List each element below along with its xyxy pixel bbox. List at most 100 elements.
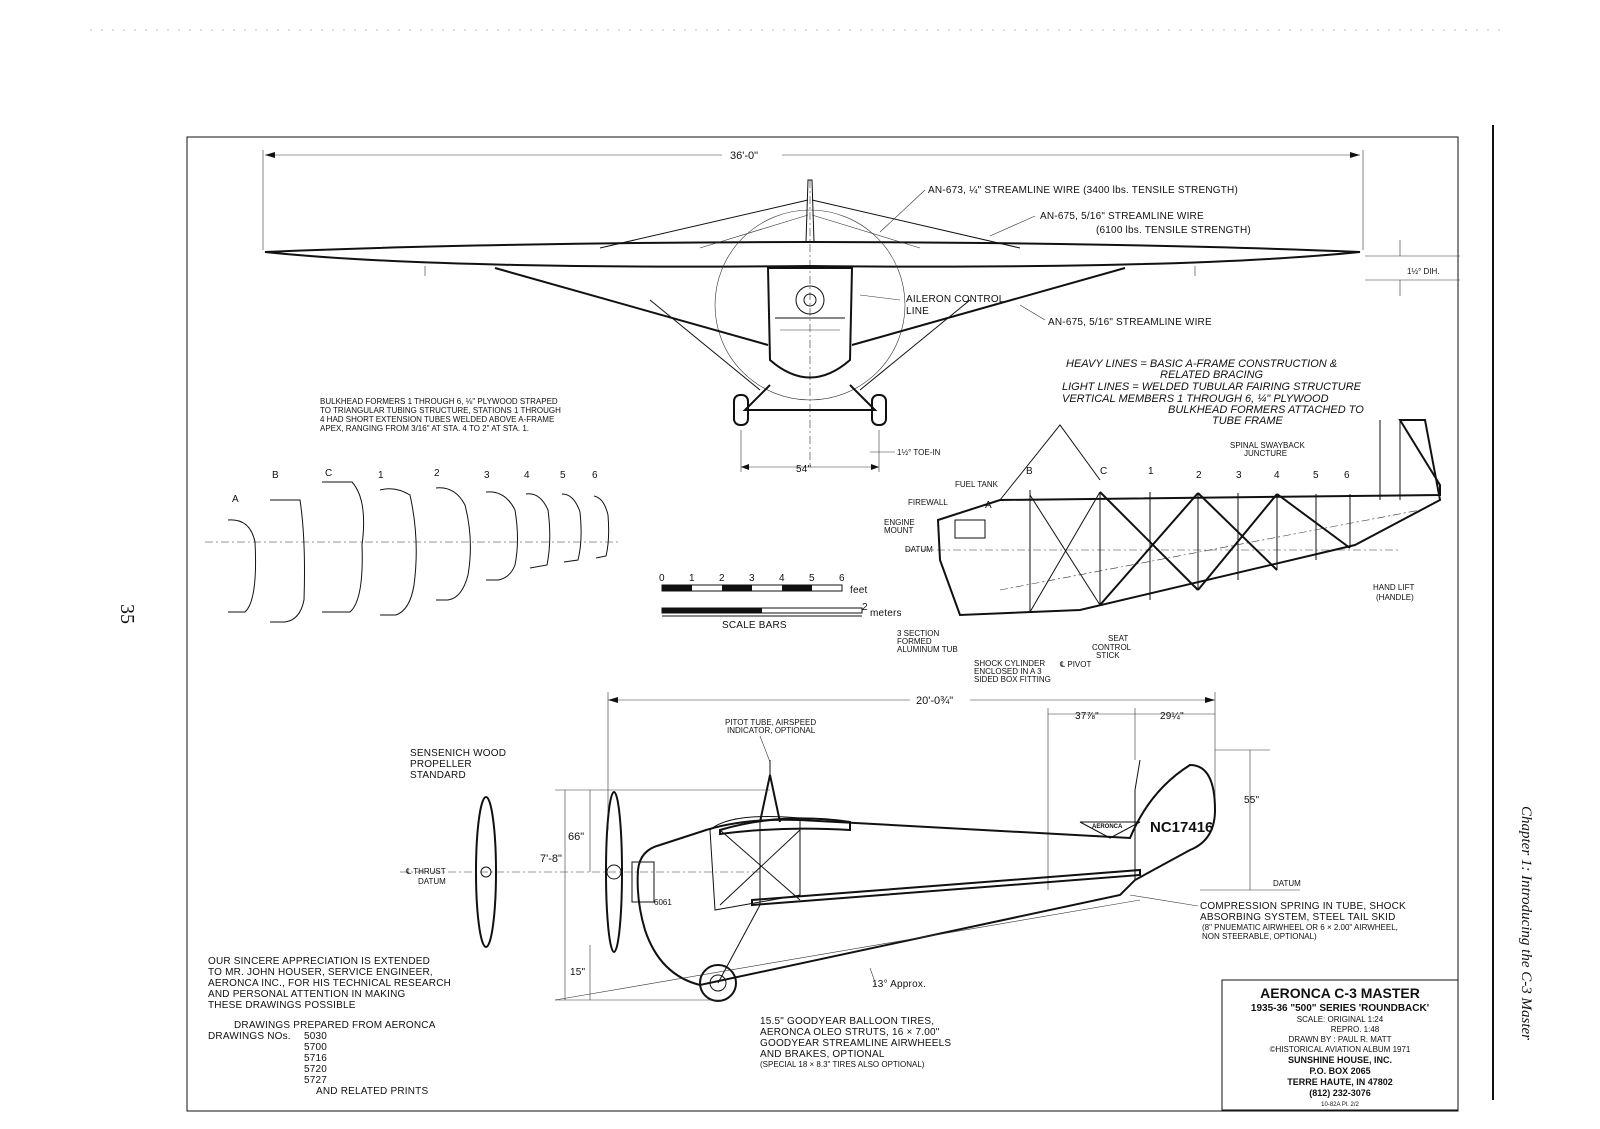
station-label: C [325,468,332,479]
line-legend: HEAVY LINES = BASIC A-FRAME CONSTRUCTION… [1062,358,1364,427]
aileron-label: AILERON CONTROL [906,294,1005,305]
dim-a: 37⅞" [1075,711,1099,722]
span-dimension: 36'-0" [730,150,758,162]
firewall-label: FIREWALL [908,498,948,507]
logo: AERONCA [1092,824,1123,830]
tub-label-2: FORMED [897,637,932,646]
propeller-label-3: STANDARD [410,770,466,781]
station-label: 1 [378,470,384,481]
main-wheel [699,964,737,1002]
repro: REPRO. 1:48 [1331,1025,1380,1034]
frame-station-label: 6 [1344,470,1350,481]
pitot-label: PITOT TUBE, AIRSPEED [725,718,816,727]
shock-label-3: SIDED BOX FITTING [974,675,1051,684]
propeller-label: SENSENICH WOOD [410,748,506,759]
dihedral-label: 1½° DIH. [1407,267,1440,276]
hand-lift-label-2: (HANDLE) [1376,593,1414,602]
scale-bars: 0 1 2 3 4 5 6 feet 2 meters SCALE BARS [659,573,902,631]
compression-note: COMPRESSION SPRING IN TUBE, SHOCK [1200,901,1406,912]
frame-station-label: C [1100,466,1107,477]
scale-meters: meters [870,608,902,619]
control-stick-label-2: STICK [1096,651,1120,660]
drawing-number: 5720 [304,1064,327,1075]
control-stick-label: CONTROL [1092,643,1132,652]
scale-tick: 1 [689,573,695,584]
height-total: 7'-8" [540,853,562,865]
frame-station-label: 3 [1236,470,1242,481]
drawn-by: DRAWN BY : PAUL R. MATT [1289,1035,1392,1044]
side-datum: DATUM [1273,879,1301,888]
tub-label-3: ALUMINUM TUB [897,645,958,654]
propeller-label-2: PROPELLER [410,759,472,770]
station-label: 2 [434,468,440,479]
thrust-label-2: DATUM [418,877,446,886]
cross-sections: A B C 1 2 3 4 5 6 [205,468,620,623]
drawings-line: DRAWINGS PREPARED FROM AERONCA [234,1020,436,1031]
station-label: 4 [524,470,530,481]
wire-2-label: AN-675, 5/16" STREAMLINE WIRE [1040,211,1204,222]
po-box: P.O. BOX 2065 [1309,1066,1370,1076]
angle-label: 13° Approx. [872,979,926,990]
left-wheel [733,394,749,426]
frame-station-label: 2 [1196,470,1202,481]
bulkhead-note-line: BULKHEAD FORMERS 1 THROUGH 6, ⅛" PLYWOOD… [320,397,558,406]
spinal-label: SPINAL SWAYBACK [1230,441,1306,450]
tires-note: AND BRAKES, OPTIONAL [760,1049,885,1060]
title: AERONCA C-3 MASTER [1260,985,1420,1001]
compression-note: ABSORBING SYSTEM, STEEL TAIL SKID [1200,912,1396,923]
legend-line: TUBE FRAME [1212,415,1284,427]
tires-note: GOODYEAR STREAMLINE AIRWHEELS [760,1038,951,1049]
registration: NC17416 [1150,819,1213,836]
scale-tick: 4 [779,573,785,584]
drawing-number: 5716 [304,1053,327,1064]
tires-note: (SPECIAL 18 × 8.3" TIRES ALSO OPTIONAL) [760,1060,925,1069]
drawings-line: DRAWINGS NOs. [208,1031,291,1042]
station-label: 3 [484,470,490,481]
appreciation-line: AND PERSONAL ATTENTION IN MAKING [208,989,406,1000]
station-label: 6 [592,470,598,481]
bulkhead-note-line: APEX, RANGING FROM 3/16" AT STA. 4 TO 2"… [320,424,529,433]
subtitle: 1935-36 "500" SERIES 'ROUNDBACK' [1251,1003,1429,1014]
phone: (812) 232-3076 [1309,1088,1371,1098]
side-view: 20'-0¾" 37⅞" 29¼" 55" DATUM NC17416 AERO… [400,692,1406,1069]
tires-note: 15.5" GOODYEAR BALLOON TIRES, [760,1016,934,1027]
height-15: 15" [570,967,586,978]
aileron-label-line: LINE [906,306,929,317]
credits: OUR SINCERE APPRECIATION IS EXTENDED TO … [208,956,451,1097]
scale-tick: 6 [839,573,845,584]
seat-label: SEAT [1108,634,1128,643]
fuselage-frame: B C 1 2 3 4 5 6 A SPINAL SWAYBACK JUNCTU… [884,419,1442,684]
compression-note: NON STEERABLE, OPTIONAL) [1202,932,1317,941]
compression-note: (8" PNUEMATIC AIRWHEEL OR 6 × 2.00" AIRW… [1202,923,1398,932]
scale-tick: 2 [719,573,725,584]
drawing-border [186,136,1459,1112]
page-number: 35 [116,604,138,624]
thrust-label: ℄ THRUST [406,867,446,876]
title-block: AERONCA C-3 MASTER 1935-36 "500" SERIES … [1221,979,1459,1111]
legend-line: HEAVY LINES = BASIC A-FRAME CONSTRUCTION… [1066,358,1337,370]
wire-2-strength: (6100 lbs. TENSILE STRENGTH) [1096,225,1251,236]
scale-original: SCALE: ORIGINAL 1:24 [1297,1015,1384,1024]
front-view: 36'-0" AN-673, ¼" S [262,146,1460,475]
right-wheel [871,394,887,426]
track-dimension: 54" [796,464,812,475]
frame-station-label: B [1026,466,1033,477]
drawings-related: AND RELATED PRINTS [316,1086,428,1097]
chapter-caption: Chapter 1: Introducing the C-3 Master [1518,806,1534,1041]
publisher: SUNSHINE HOUSE, INC. [1288,1055,1392,1065]
scale-tick: 0 [659,573,665,584]
bulkhead-note-line: TO TRIANGULAR TUBING STRUCTURE, STATIONS… [320,406,561,415]
station-label: A [232,494,239,505]
spinal-label-2: JUNCTURE [1244,449,1287,458]
toe-in-label: 1½° TOE-IN [897,448,941,457]
wire-1-label: AN-673, ¼" STREAMLINE WIRE (3400 lbs. TE… [928,184,1238,196]
drawing-number: 5030 [304,1031,327,1042]
city: TERRE HAUTE, IN 47802 [1287,1077,1393,1087]
shock-label: SHOCK CYLINDER [974,659,1045,668]
pitot-label-2: INDICATOR, OPTIONAL [727,726,816,735]
legend-line: LIGHT LINES = WELDED TUBULAR FAIRING STR… [1062,381,1362,393]
wire-3-label: AN-675, 5/16" STREAMLINE WIRE [1048,317,1212,328]
scale-tick: 5 [809,573,815,584]
tires-note: AERONCA OLEO STRUTS, 16 × 7.00" [760,1027,940,1038]
